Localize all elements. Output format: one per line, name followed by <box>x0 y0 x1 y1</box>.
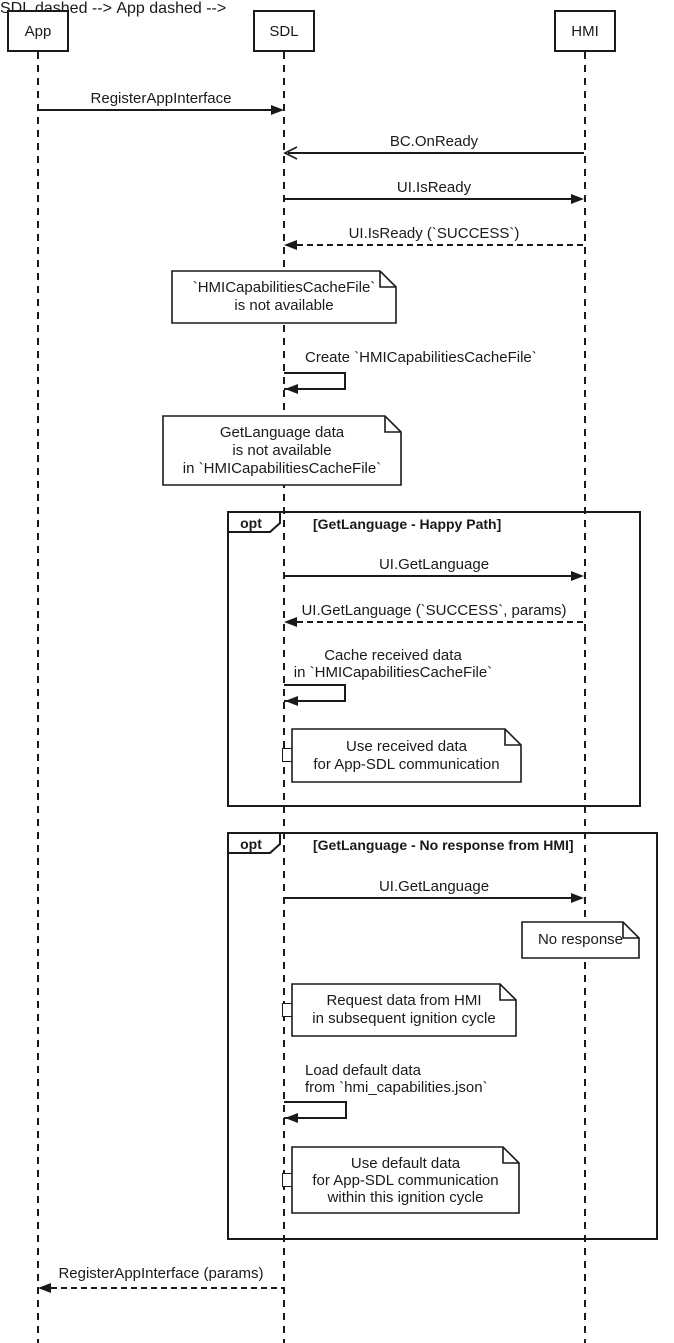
msg-ui-isready-line <box>284 198 572 200</box>
msg-bc-onready-label: BC.OnReady <box>389 133 479 150</box>
note-shape <box>521 921 640 959</box>
actor-box-app: App <box>7 10 69 52</box>
msg-load-default-label: Load default data from `hmi_capabilities… <box>305 1062 488 1096</box>
note-shape <box>291 983 517 1037</box>
arrowhead-right-icon <box>571 571 584 581</box>
note-shape <box>171 270 397 324</box>
actor-label-sdl: SDL <box>269 22 299 40</box>
note-line: is not available <box>232 441 332 459</box>
note-line: `HMICapabilitiesCacheFile` <box>192 279 376 296</box>
note-request-next-cycle: Request data from HMI in subsequent igni… <box>291 983 517 1037</box>
lifeline-sdl <box>283 52 285 1343</box>
msg-ui-getlanguage-response-label: UI.GetLanguage (`SUCCESS`, params) <box>301 602 567 619</box>
note-line: Use received data <box>346 737 467 755</box>
msg-ui-isready-response-line <box>297 244 584 246</box>
self-message-loop <box>284 684 346 702</box>
msg-ui-getlanguage-label: UI.GetLanguage <box>378 556 490 573</box>
note-line: within this ignition cycle <box>327 1188 484 1206</box>
note-shape <box>162 415 402 486</box>
note-use-default-data: Use default data for App-SDL communicati… <box>291 1146 520 1214</box>
msg-create-cache-file-label: Create `HMICapabilitiesCacheFile` <box>305 349 537 366</box>
msg-ui-getlanguage-retry-line <box>284 897 572 899</box>
msg-line: from `hmi_capabilities.json` <box>305 1079 488 1096</box>
msg-line: Load default data <box>305 1062 421 1079</box>
msg-cache-received-label: Cache received data in `HMICapabilitiesC… <box>284 647 502 681</box>
note-use-received-data: Use received data for App-SDL communicat… <box>291 728 522 783</box>
lifeline-app <box>37 52 39 1343</box>
opt-guard-label: [GetLanguage - No response from HMI] <box>313 837 574 853</box>
msg-ui-getlanguage-line <box>284 575 572 577</box>
note-pin <box>282 1003 292 1017</box>
msg-ui-getlanguage-response-line <box>297 621 584 623</box>
note-line: for App-SDL communication <box>313 755 500 773</box>
arrowhead-left-icon <box>285 384 298 394</box>
msg-line: Cache received data <box>324 647 462 664</box>
arrowhead-left-icon <box>284 617 297 627</box>
note-line: No response <box>537 931 624 948</box>
note-pin <box>282 1173 292 1187</box>
arrowhead-left-icon <box>285 696 298 706</box>
opt-tab-shape <box>227 832 281 854</box>
opt-tab-shape <box>227 511 281 533</box>
msg-register-app-interface-line <box>38 109 272 111</box>
arrowhead-left-icon <box>285 1113 298 1123</box>
actor-label-app: App <box>24 22 52 40</box>
actor-box-sdl: SDL <box>253 10 315 52</box>
note-line: is not available <box>234 297 334 314</box>
note-line: for App-SDL communication <box>312 1171 499 1189</box>
note-shape <box>291 1146 520 1214</box>
msg-register-app-interface-response-line <box>51 1287 284 1289</box>
msg-line: in `HMICapabilitiesCacheFile` <box>293 664 493 681</box>
actor-label-hmi: HMI <box>571 22 599 40</box>
msg-bc-onready-line <box>288 152 584 154</box>
lifeline-hmi <box>584 52 586 1343</box>
note-pin <box>282 748 292 762</box>
arrowhead-left-icon <box>38 1283 51 1293</box>
note-line: Request data from HMI <box>326 992 482 1009</box>
msg-ui-isready-label: UI.IsReady <box>396 179 472 196</box>
self-message-loop <box>284 1101 347 1119</box>
opt-operator-label: opt <box>240 515 262 531</box>
msg-ui-isready-response-label: UI.IsReady (`SUCCESS`) <box>348 225 520 242</box>
actor-box-hmi: HMI <box>554 10 616 52</box>
note-getlanguage-missing: GetLanguage data is not available in `HM… <box>162 415 402 486</box>
self-message-loop <box>284 372 346 390</box>
arrowhead-open-left-icon <box>283 146 298 160</box>
arrowhead-right-icon <box>571 893 584 903</box>
note-line: in subsequent ignition cycle <box>312 1010 496 1027</box>
note-line: Use default data <box>350 1154 461 1172</box>
opt-operator-label: opt <box>240 836 262 852</box>
arrowhead-right-icon <box>571 194 584 204</box>
opt-fragment-happy-path: opt [GetLanguage - Happy Path] <box>227 511 641 807</box>
msg-register-app-interface-response-label: RegisterAppInterface (params) <box>58 1265 264 1282</box>
note-line: GetLanguage data <box>219 423 345 441</box>
arrowhead-left-icon <box>284 240 297 250</box>
msg-ui-getlanguage-retry-label: UI.GetLanguage <box>378 878 490 895</box>
note-cache-file-missing: `HMICapabilitiesCacheFile` is not availa… <box>171 270 397 324</box>
note-no-response: No response <box>521 921 640 959</box>
note-shape <box>291 728 522 783</box>
opt-guard-label: [GetLanguage - Happy Path] <box>313 516 502 532</box>
note-line: in `HMICapabilitiesCacheFile` <box>182 459 382 477</box>
arrowhead-right-icon <box>271 105 284 115</box>
msg-register-app-interface-label: RegisterAppInterface <box>90 90 232 107</box>
opt-fragment-no-response: opt [GetLanguage - No response from HMI] <box>227 832 658 1240</box>
